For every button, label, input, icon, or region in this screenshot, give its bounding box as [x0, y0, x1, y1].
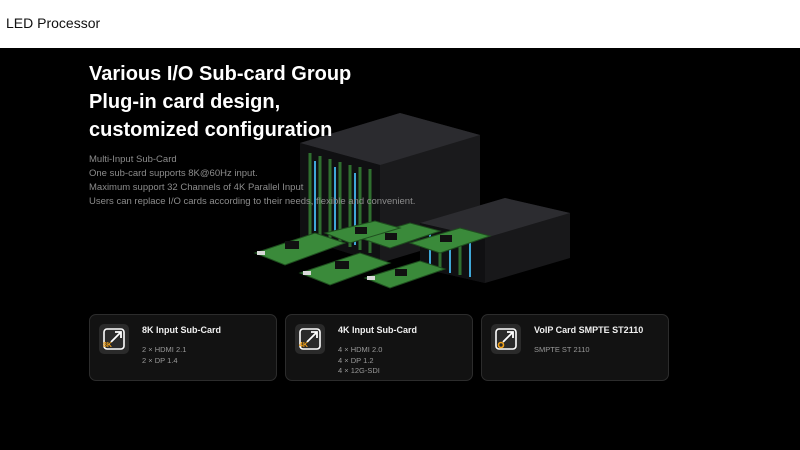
card-title: 4K Input Sub-Card: [338, 325, 417, 335]
headline-line: Plug-in card design,: [89, 91, 281, 113]
hero-description: Multi-Input Sub-Card One sub-card suppor…: [89, 153, 415, 209]
card-voip-smpte[interactable]: VoIP Card SMPTE ST2110 SMPTE ST 2110: [481, 314, 669, 381]
card-spec: 4 × 12G-SDI: [338, 366, 380, 375]
product-image: [253, 113, 570, 289]
card-spec: SMPTE ST 2110: [534, 345, 590, 354]
card-title: 8K Input Sub-Card: [142, 325, 221, 335]
headline-line: Various I/O Sub-card Group: [89, 63, 352, 85]
card-4k-input[interactable]: 4K 4K Input Sub-Card 4 × HDMI 2.0 4 × DP…: [285, 314, 473, 381]
card-spec: 4 × HDMI 2.0: [338, 345, 383, 354]
card-spec: 2 × HDMI 2.1: [142, 345, 187, 354]
external-link-arrow-icon: [491, 324, 521, 354]
description-line: Users can replace I/O cards according to…: [89, 196, 416, 207]
description-line: Multi-Input Sub-Card: [89, 154, 177, 165]
external-link-arrow-icon: 4K: [295, 324, 325, 354]
window-title: LED Processor: [6, 15, 101, 31]
description-line: One sub-card supports 8K@60Hz input.: [89, 168, 258, 179]
card-badge: 4K: [299, 342, 308, 349]
headline-line: customized configuration: [89, 119, 333, 141]
window-title-bar: LED Processor: [0, 0, 800, 48]
description-line: Maximum support 32 Channels of 4K Parall…: [89, 182, 304, 193]
card-specs: 2 × HDMI 2.1 2 × DP 1.4: [142, 345, 186, 366]
card-specs: 4 × HDMI 2.0 4 × DP 1.2 4 × 12G-SDI: [338, 345, 382, 377]
card-spec: 2 × DP 1.4: [142, 355, 178, 365]
hero-section: Various I/O Sub-card Group Plug-in card …: [0, 48, 800, 450]
external-link-arrow-icon: 8K: [99, 324, 129, 354]
card-title: VoIP Card SMPTE ST2110: [534, 325, 644, 335]
hero-headline: Various I/O Sub-card Group Plug-in card …: [89, 60, 351, 144]
card-spec: 4 × DP 1.2: [338, 355, 374, 365]
card-8k-input[interactable]: 8K 8K Input Sub-Card 2 × HDMI 2.1 2 × DP…: [89, 314, 277, 381]
card-specs: SMPTE ST 2110: [534, 345, 590, 356]
card-badge: 8K: [103, 342, 112, 349]
